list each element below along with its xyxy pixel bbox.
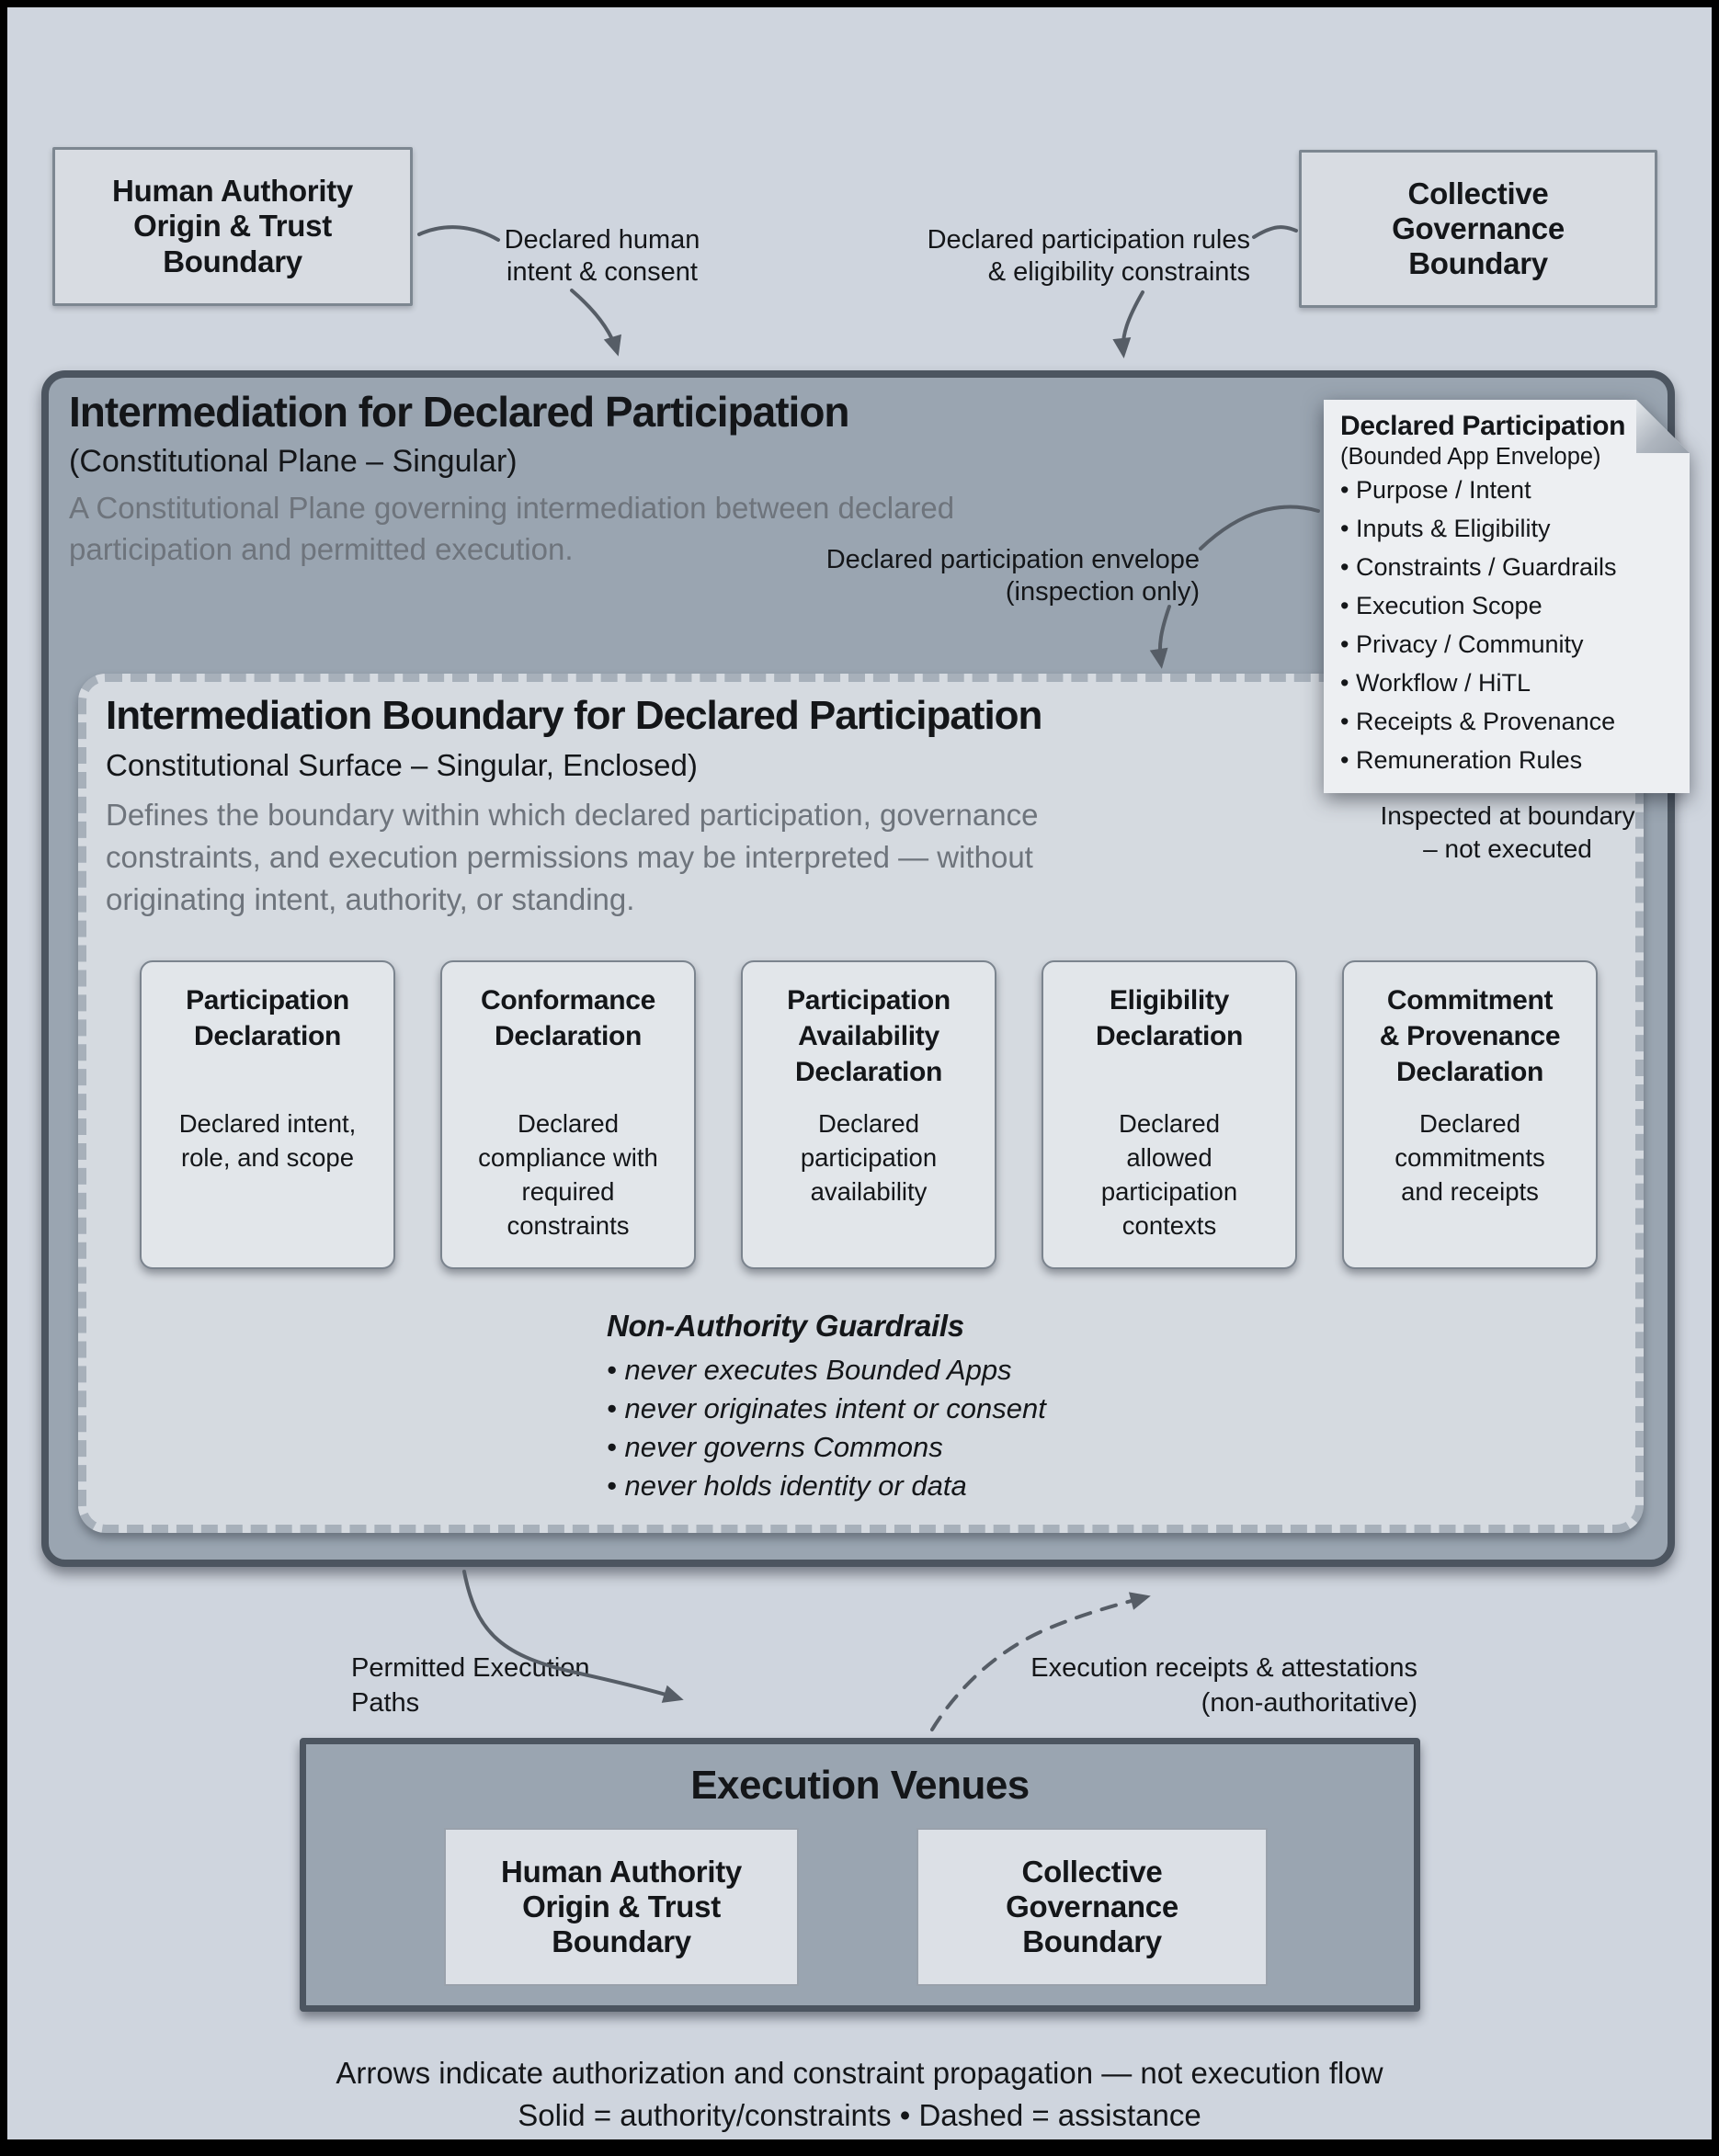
footer-line-1: Arrows indicate authorization and constr… [336, 2056, 1383, 2090]
card-participation-availability-declaration: Participation Availability Declaration D… [741, 960, 996, 1269]
human-authority-origin-box: Human Authority Origin & Trust Boundary [52, 147, 413, 306]
note-bullet: • Inputs & Eligibility [1340, 515, 1551, 542]
guardrail-bullet: • never originates intent or consent [607, 1392, 1046, 1424]
footer-line-2: Solid = authority/constraints • Dashed =… [518, 2098, 1201, 2132]
card-body: Declared compliance with required constr… [478, 1109, 658, 1240]
card-body: Declared intent, role, and scope [178, 1109, 357, 1172]
plane-title: Intermediation for Declared Participatio… [69, 388, 850, 436]
card-title: Eligibility Declaration [1095, 985, 1244, 1051]
declared-human-intent-label: Declared human intent & consent [504, 225, 700, 288]
plane-subtitle: (Constitutional Plane – Singular) [69, 444, 518, 479]
guardrail-bullet: • never holds identity or data [607, 1469, 967, 1502]
execution-venues-panel: Execution Venues Human Authority Origin … [300, 1738, 1420, 2012]
venues-title: Execution Venues [690, 1763, 1030, 1808]
boundary-title: Intermediation Boundary for Declared Par… [106, 693, 1042, 738]
participation-rules-label: Declared participation rules & eligibili… [927, 225, 1250, 288]
note-caption: Inspected at boundary – not executed [1380, 801, 1635, 863]
declared-participation-note: Declared Participation (Bounded App Enve… [1324, 400, 1690, 793]
participation-rules-arrow [1112, 290, 1144, 358]
note-bullet: • Purpose / Intent [1340, 476, 1531, 504]
note-bullet: • Constraints / Guardrails [1340, 553, 1617, 581]
participation-rules-connector-line [1252, 225, 1298, 239]
note-subtitle: (Bounded App Envelope) [1340, 444, 1601, 470]
card-eligibility-declaration: Eligibility Declaration Declared allowed… [1042, 960, 1297, 1269]
note-bullet: • Remuneration Rules [1340, 746, 1583, 774]
card-body: Declared commitments and receipts [1395, 1109, 1545, 1206]
card-body: Declared allowed participation contexts [1100, 1109, 1238, 1240]
collective-governance-box: Collective Governance Boundary [1299, 150, 1657, 308]
card-title: Conformance Declaration [480, 985, 656, 1051]
note-paper [1324, 400, 1690, 793]
envelope-arrow-label: Declared participation envelope (inspect… [825, 545, 1200, 607]
permitted-execution-label: Permitted Execution Paths [351, 1653, 590, 1719]
note-title: Declared Participation [1340, 411, 1626, 441]
card-commitment-provenance-declaration: Commitment & Provenance Declaration Decl… [1342, 960, 1598, 1269]
card-title: Commitment & Provenance Declaration [1379, 985, 1561, 1087]
guardrails-block: Non-Authority Guardrails • never execute… [607, 1309, 1046, 1505]
note-bullet: • Privacy / Community [1340, 630, 1584, 658]
card-conformance-declaration: Conformance Declaration Declared complia… [440, 960, 696, 1269]
card-body: Declared participation availability [800, 1109, 938, 1206]
venue-box-human-authority: Human Authority Origin & Trust Boundary [444, 1828, 799, 1986]
card-participation-declaration: Participation Declaration Declared inten… [140, 960, 395, 1269]
boundary-subtitle: Constitutional Surface – Singular, Enclo… [106, 748, 698, 782]
card-title: Participation Declaration [186, 985, 349, 1051]
execution-receipts-label: Execution receipts & attestations (non-a… [1030, 1653, 1417, 1719]
guardrail-bullet: • never executes Bounded Apps [607, 1354, 1012, 1386]
plane-description: A Constitutional Plane governing interme… [69, 491, 955, 566]
guardrail-bullet: • never governs Commons [607, 1431, 943, 1463]
venue-box-collective-governance: Collective Governance Boundary [916, 1828, 1268, 1986]
card-title: Participation Availability Declaration [787, 985, 951, 1087]
guardrails-title: Non-Authority Guardrails [607, 1309, 964, 1343]
note-bullet: • Workflow / HiTL [1340, 669, 1531, 697]
note-bullet: • Receipts & Provenance [1340, 708, 1616, 735]
note-bullet: • Execution Scope [1340, 592, 1543, 619]
boundary-description: Defines the boundary within which declar… [106, 798, 1039, 917]
human-intent-arrow [570, 289, 621, 357]
